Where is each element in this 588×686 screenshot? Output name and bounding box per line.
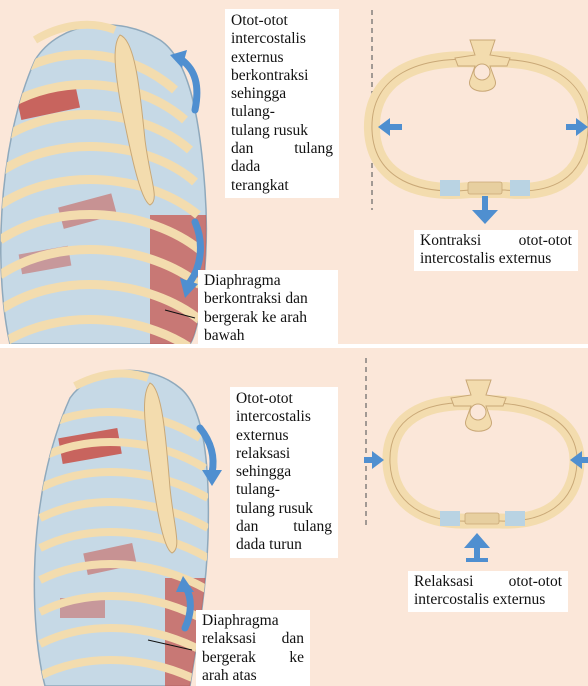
muscle-label-line: tulang-: [231, 103, 333, 121]
muscle-label-line: sehingga: [231, 85, 333, 103]
diaphragm-label: Diaphragma berkontraksi dan bergerak ke …: [198, 270, 338, 344]
muscle-label-line: terangkat: [231, 177, 333, 195]
muscle-label-line: sehingga: [236, 463, 332, 481]
muscle-label-line: dan tulang: [231, 140, 333, 158]
diaphragm-label-line: bergerak ke: [202, 649, 304, 667]
muscle-label-line: tulang-: [236, 481, 332, 499]
cross-section-caption: Relaksasi otot-otot intercostalis extern…: [408, 571, 568, 612]
muscle-label-line: intercostalis: [231, 30, 333, 48]
muscle-label: Otot-otot intercostalis externus berkont…: [225, 9, 339, 198]
muscle-label-line: tulang rusuk: [231, 122, 333, 140]
sternum-down-arrow: [472, 196, 498, 224]
diaphragm-label-line: Diaphragma: [204, 272, 332, 290]
muscle-label-line: tulang rusuk: [236, 500, 332, 518]
muscle-label: Otot-otot intercostalis externus relaksa…: [230, 387, 338, 558]
muscle-label-line: dada: [231, 158, 333, 176]
muscle-label-line: Otot-otot: [231, 12, 333, 30]
thorax-cross-section: [390, 380, 577, 526]
sternum-cross-section: [468, 182, 502, 194]
muscle-label-line: dan tulang: [236, 518, 332, 536]
muscle-label-line: berkontraksi: [231, 67, 333, 85]
expiration-panel: Otot-otot intercostalis externus relaksa…: [0, 348, 588, 686]
muscle-label-line: intercostalis: [236, 408, 332, 426]
muscle-label-line: Otot-otot: [236, 390, 332, 408]
muscle-label-line: dada turun: [236, 536, 332, 554]
diaphragm-label: Diaphragma relaksasi dan bergerak ke ara…: [196, 610, 310, 686]
sternum-cross-section: [465, 513, 499, 524]
muscle-label-line: externus: [231, 49, 333, 67]
diaphragm-label-line: berkontraksi dan: [204, 290, 332, 308]
cross-section-caption: Kontraksi otot-otot intercostalis extern…: [414, 230, 578, 271]
caption-line: intercostalis externus: [414, 591, 562, 609]
muscle-label-line: externus: [236, 427, 332, 445]
inward-arrow-left: [364, 451, 384, 469]
caption-line: Kontraksi otot-otot: [420, 232, 572, 250]
outward-arrow-left: [378, 118, 402, 136]
caption-line: Relaksasi otot-otot: [414, 573, 562, 591]
diaphragm-label-line: relaksasi dan: [202, 630, 304, 648]
diaphragm-label-line: arah atas: [202, 667, 304, 685]
thorax-cross-section: [372, 40, 588, 196]
diaphragm-label-line: Diaphragma: [202, 612, 304, 630]
diaphragm-label-line: bergerak ke arah: [204, 309, 332, 327]
inspiration-panel: Otot-otot intercostalis externus berkont…: [0, 0, 588, 344]
muscle-label-line: relaksasi: [236, 445, 332, 463]
diaphragm-label-line: bawah: [204, 327, 332, 344]
caption-line: intercostalis externus: [420, 250, 572, 268]
rib-cage: [0, 25, 210, 344]
rib-cage: [34, 370, 210, 686]
sternum-up-arrow: [464, 533, 490, 562]
